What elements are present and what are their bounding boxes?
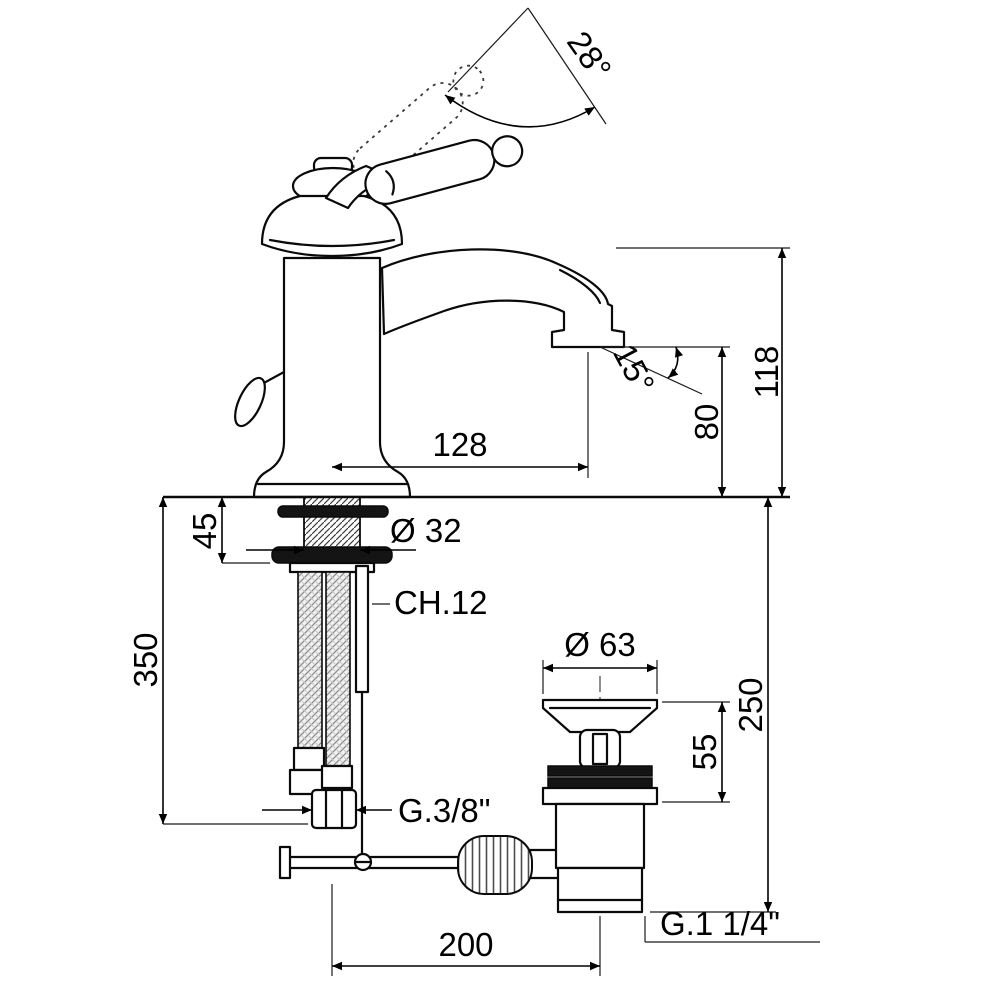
handle-angle-label: 28° (560, 24, 619, 86)
body-bell (260, 194, 404, 258)
faucet (234, 64, 626, 499)
waste-tailpiece (556, 866, 644, 914)
g114-label: G.1 1/4" (660, 905, 780, 942)
drain-assembly (457, 698, 659, 914)
handle-alt-position-dashed (352, 64, 485, 185)
dimension-200: 200 (331, 884, 601, 976)
spout-angle-arc (667, 346, 684, 379)
dim-80-label: 80 (688, 404, 725, 441)
handle-ball-finial (491, 135, 524, 168)
dim-55-label: 55 (686, 734, 723, 771)
angle-line-left (447, 7, 529, 93)
dimension-45: 45 (186, 497, 270, 564)
dim-250-label: 250 (732, 677, 769, 732)
body-bell-ring (268, 238, 396, 248)
side-knob (234, 376, 266, 428)
ghost-handle-grip (352, 82, 464, 185)
side-knob-stem (260, 370, 286, 386)
waste-flange (541, 786, 659, 806)
hose-collar-left (292, 746, 326, 772)
handle-grip (364, 138, 496, 205)
dimension-350: 350 (127, 497, 308, 825)
dia32-label: Ø 32 (390, 512, 462, 549)
spout (380, 248, 626, 349)
dimension-250: 250 (650, 497, 776, 913)
dimension-80: 80 (600, 346, 730, 497)
waste-seal-lower (547, 777, 653, 789)
dimension-28deg: 28° (444, 7, 619, 128)
drain-knurled-joint (457, 835, 533, 895)
dimension-128: 128 (332, 352, 589, 478)
g38-label: G.3/8" (398, 792, 490, 829)
callout-g114: G.1 1/4" (644, 905, 820, 943)
supply-hose-left (297, 571, 323, 749)
spout-inner-line (558, 268, 602, 305)
waste-funnel-top (541, 698, 659, 734)
dim-118-label: 118 (748, 346, 785, 399)
dim-200-label: 200 (438, 926, 493, 963)
supply-hose-right (325, 571, 351, 767)
ghost-handle-ball (452, 64, 485, 97)
dim-350-label: 350 (127, 632, 164, 687)
linkage-clevis (278, 845, 292, 880)
callout-g38: G.3/8" (262, 792, 490, 829)
waste-seal-upper (547, 765, 653, 777)
waste-body (554, 802, 646, 870)
handle-grip-ring (385, 170, 395, 196)
dim-128-label: 128 (432, 426, 487, 463)
dim-45-label: 45 (186, 513, 223, 550)
mounting-washer (277, 505, 389, 518)
pop-up-rod-upper (354, 564, 370, 694)
dimension-dia63: Ø 63 (542, 626, 658, 694)
angle-arc (444, 94, 596, 128)
handle-lever (364, 135, 524, 205)
ch12-label: CH.12 (394, 584, 488, 621)
waste-plug-slot (591, 732, 609, 766)
spout-angle-line (599, 346, 703, 395)
hose-nut-g38 (310, 788, 358, 830)
callout-ch12: CH.12 (372, 584, 488, 621)
dia63-label: Ø 63 (564, 626, 636, 663)
dimension-118: 118 (616, 247, 790, 497)
dimension-55: 55 (662, 701, 730, 803)
hose-collar-right (320, 764, 354, 790)
dimension-dia32: Ø 32 (246, 512, 462, 555)
